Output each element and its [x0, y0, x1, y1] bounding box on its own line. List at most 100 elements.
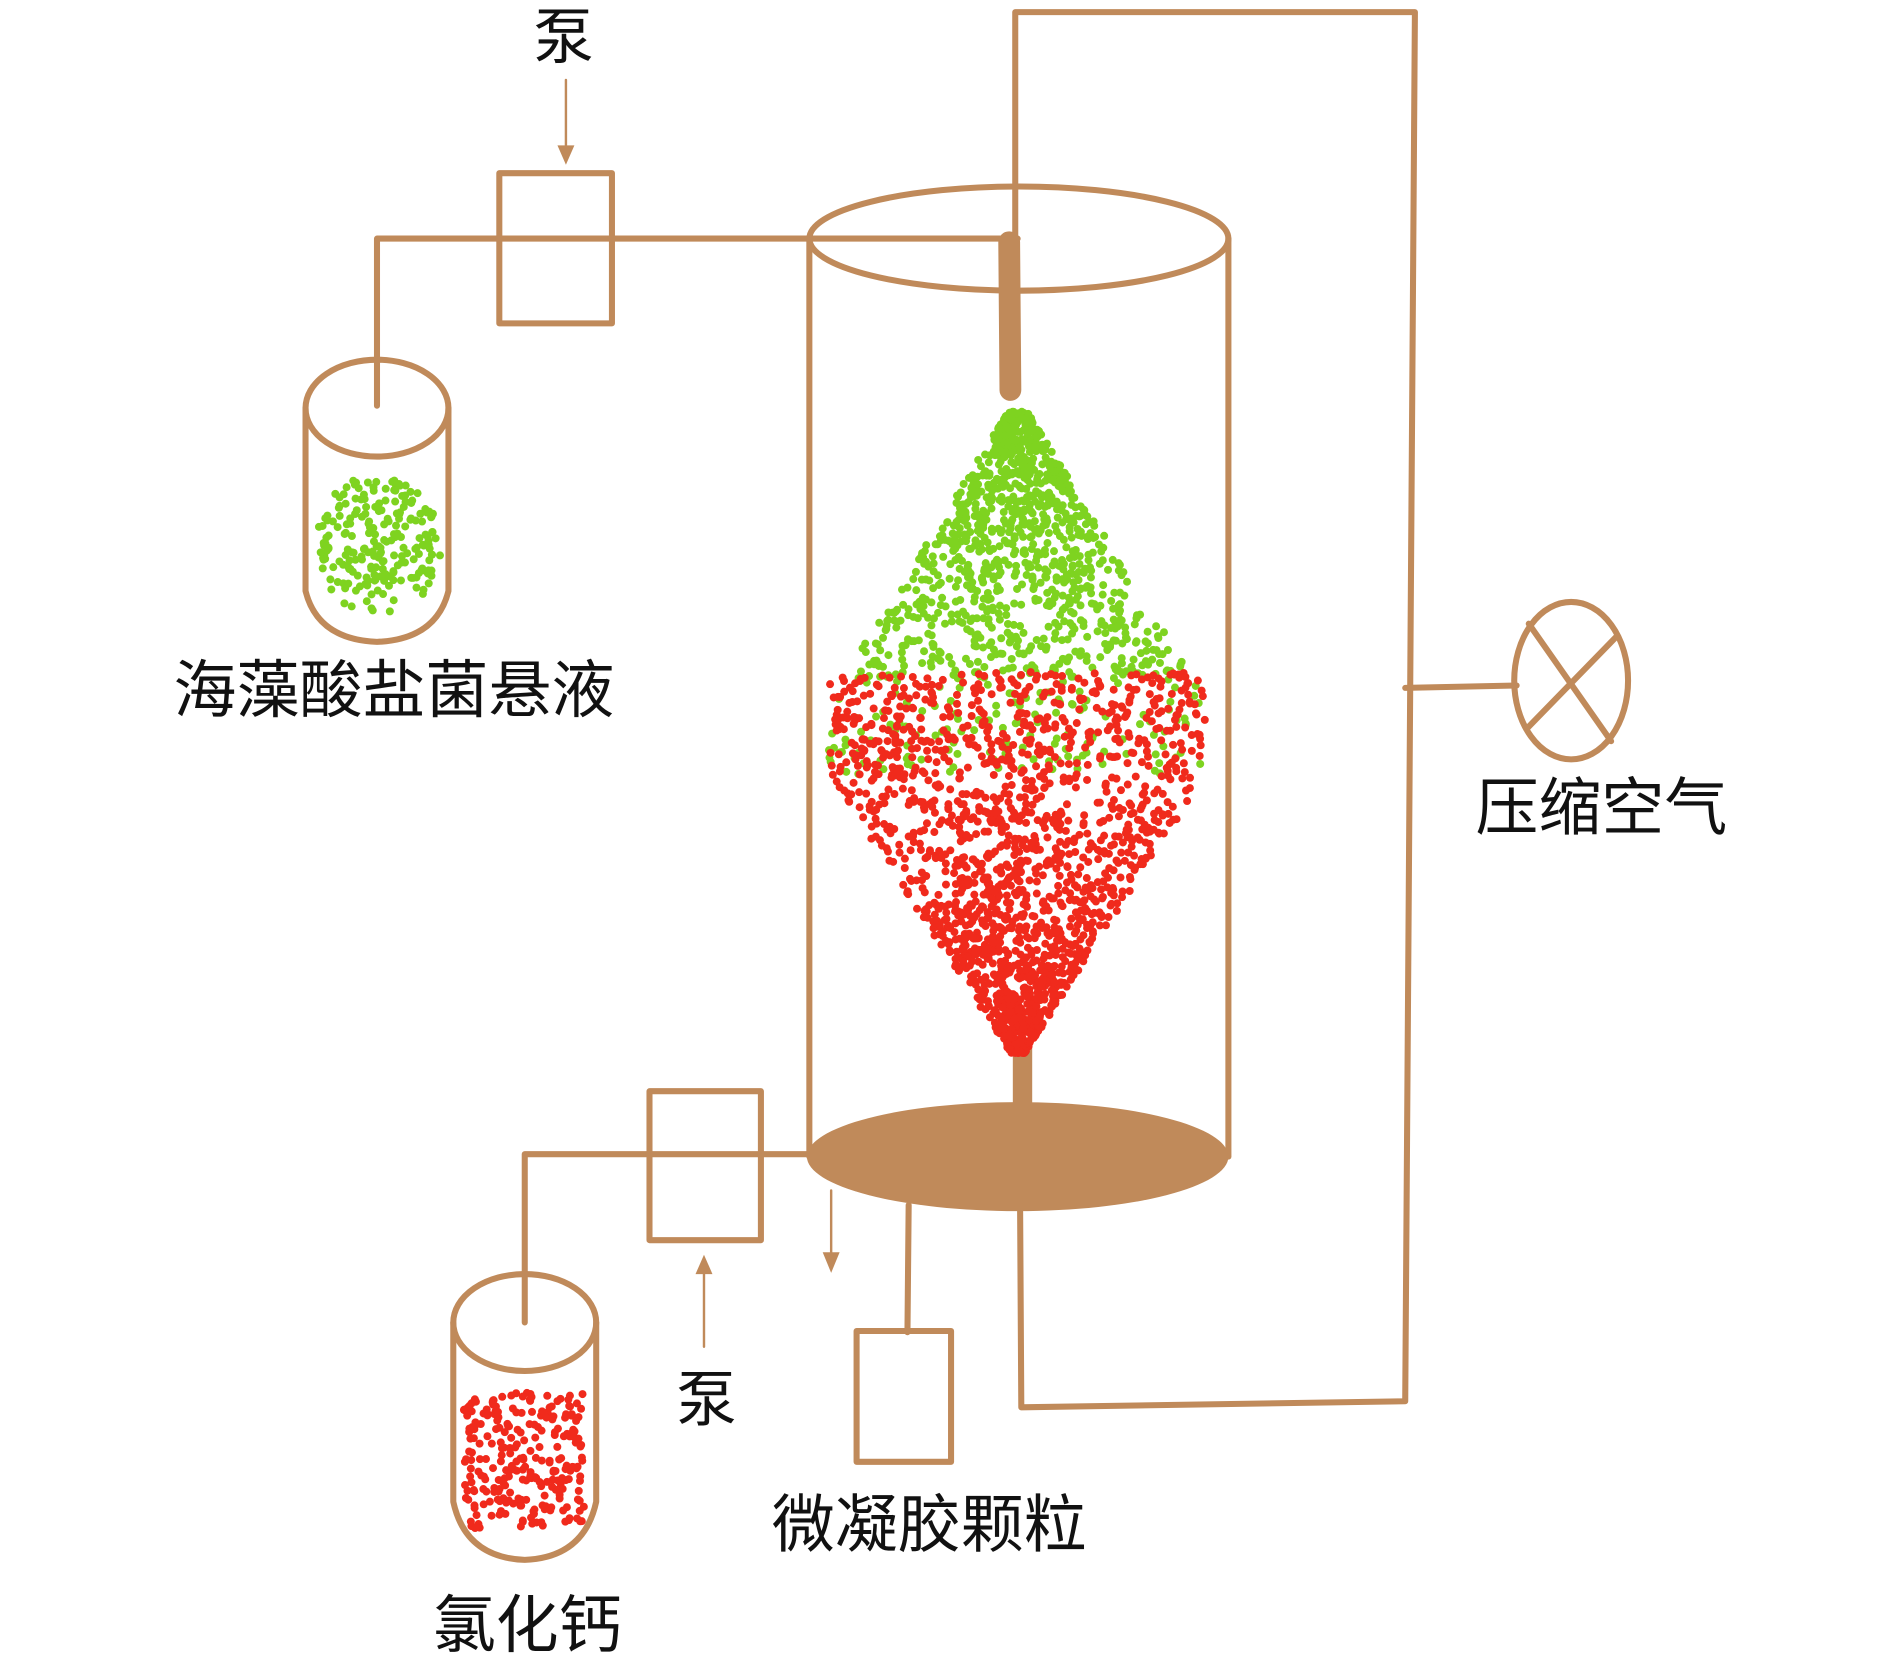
alginate-droplet: [1001, 431, 1010, 440]
gel-particle: [1155, 723, 1164, 732]
gel-particle: [1044, 906, 1053, 915]
alginate-droplet: [966, 528, 975, 537]
gel-particle: [840, 687, 849, 696]
gel-particle: [1005, 1030, 1014, 1039]
gel-particle: [1086, 727, 1095, 736]
gel-particle: [916, 845, 925, 854]
gel-particle: [890, 790, 899, 798]
alginate-droplet: [389, 567, 398, 576]
alginate-droplet: [947, 659, 956, 668]
gel-particle: [970, 944, 979, 953]
gel-particle: [1121, 829, 1130, 838]
alginate-droplet: [971, 541, 980, 550]
gel-particle: [1075, 705, 1084, 714]
gel-particle: [867, 797, 876, 806]
alginate-droplet: [1111, 665, 1120, 674]
gel-particle: [931, 745, 940, 754]
gel-particle: [931, 854, 940, 863]
alginate-droplet: [984, 458, 993, 467]
gel-particle: [990, 922, 999, 931]
gel-particle: [1096, 752, 1105, 761]
gel-particle: [1079, 694, 1088, 703]
calcium-particle: [517, 1501, 526, 1510]
calcium-particle: [540, 1505, 549, 1514]
alginate-droplet: [995, 601, 1004, 610]
calcium-feed-pipe: [521, 1151, 813, 1326]
gel-particle: [973, 993, 982, 1002]
gel-particle: [1027, 838, 1036, 847]
gel-particle: [1016, 868, 1025, 877]
alginate-droplet: [1032, 552, 1041, 561]
alginate-droplet: [343, 545, 352, 554]
gel-particle: [987, 902, 996, 911]
alginate-droplet: [1129, 655, 1138, 664]
gel-particle: [1115, 738, 1124, 747]
alginate-droplet: [1088, 548, 1097, 557]
alginate-droplet: [1065, 554, 1074, 563]
gel-particle: [980, 672, 989, 681]
alginate-droplet: [1166, 697, 1175, 706]
gel-particle: [938, 675, 947, 684]
alginate-droplet: [929, 567, 938, 576]
alginate-droplet: [1149, 645, 1158, 654]
alginate-droplet: [1196, 759, 1205, 768]
gel-particle: [967, 972, 976, 981]
calcium-particle: [529, 1509, 538, 1518]
gel-particle: [923, 746, 932, 755]
alginate-droplet: [335, 511, 344, 520]
gel-particle: [1181, 723, 1190, 732]
calcium-particle: [576, 1517, 585, 1526]
alginate-droplet: [875, 618, 884, 627]
gel-particle: [1033, 748, 1042, 757]
gel-particle: [1095, 798, 1104, 807]
gel-particle: [1066, 870, 1075, 879]
gel-particle: [1056, 837, 1065, 846]
gel-particle: [1053, 847, 1062, 856]
gel-particle: [1155, 694, 1164, 703]
alginate-droplet: [979, 614, 988, 623]
gel-particle: [1017, 768, 1026, 777]
gel-particle: [912, 679, 921, 688]
alginate-droplet: [389, 576, 398, 585]
alginate-droplet: [892, 623, 901, 632]
gel-particle: [1090, 687, 1099, 696]
alginate-droplet: [409, 555, 418, 564]
alginate-droplet: [1024, 413, 1033, 422]
gel-particle: [980, 827, 989, 836]
alginate-droplet: [1109, 604, 1118, 613]
alginate-droplet: [1068, 629, 1077, 638]
compressed-air-pipe: [1012, 9, 1418, 1411]
alginate-droplet: [387, 536, 396, 545]
gel-particle: [879, 714, 888, 723]
alginate-droplet: [945, 574, 954, 583]
gel-particle: [939, 713, 948, 722]
gel-particle: [1112, 713, 1121, 722]
alginate-droplet: [1000, 536, 1009, 545]
alginate-droplet: [342, 483, 351, 492]
gel-particle: [859, 691, 868, 700]
alginate-droplet: [1048, 476, 1057, 485]
alginate-droplet: [1057, 636, 1066, 645]
alginate-droplet: [995, 542, 1004, 551]
gel-particle: [839, 713, 848, 722]
alginate-droplet: [1071, 503, 1080, 512]
gel-particle: [1117, 848, 1126, 857]
alginate-droplet: [1060, 617, 1069, 626]
gel-particle: [1042, 811, 1051, 820]
gel-particle: [872, 819, 881, 828]
gel-particle: [1007, 804, 1016, 813]
gel-particle: [948, 733, 957, 742]
gel-particle: [1200, 715, 1209, 724]
alginate-droplet: [1141, 657, 1150, 666]
gel-particle: [1058, 672, 1067, 681]
gel-particle: [890, 683, 899, 692]
gel-particle: [905, 797, 914, 806]
alginate-droplet: [1022, 484, 1031, 493]
calcium-particle: [504, 1472, 513, 1481]
alginate-droplet: [1086, 573, 1095, 582]
gel-particle: [1120, 856, 1129, 865]
alginate-droplet: [428, 528, 437, 537]
gel-particle: [1094, 728, 1103, 737]
gel-particle: [1108, 700, 1117, 709]
calcium-particle: [527, 1393, 536, 1402]
